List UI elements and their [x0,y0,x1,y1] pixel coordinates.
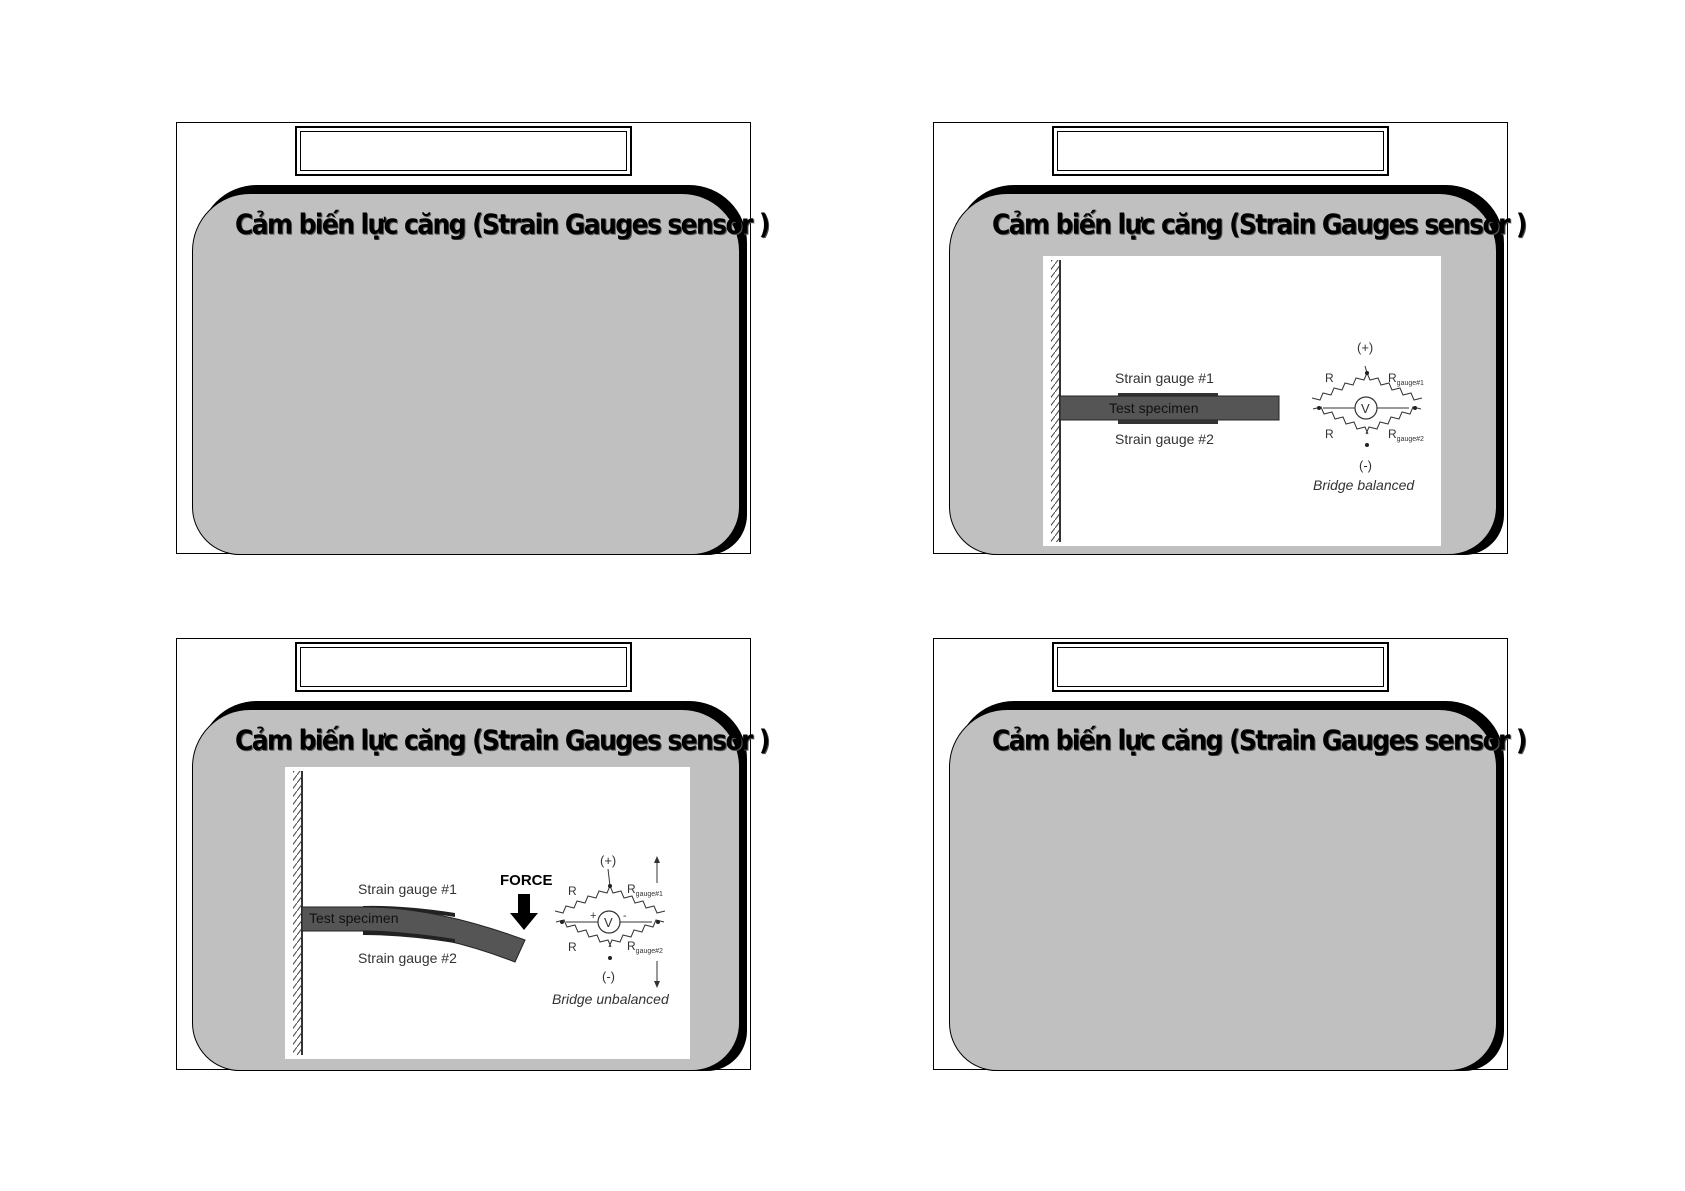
slide-header-box [1052,642,1389,692]
slide-header-box [1052,126,1389,176]
slide-title: Cảm biến lực căng (Strain Gauges sensor … [992,724,1527,756]
down-arrow-head [654,981,660,988]
slide-title: Cảm biến lực căng (Strain Gauges sensor … [235,724,770,756]
test-specimen-label: Test specimen [309,910,398,926]
test-specimen-beam [1059,395,1280,421]
strain-gauge-1-label: Strain gauge #1 [1115,370,1214,386]
resistor-gauge2-label: Rgauge#2 [1388,427,1424,443]
resistor-r-top-label: R [1325,371,1334,385]
wall-hatching [1051,260,1059,542]
slide-2: Cảm biến lực căng (Strain Gauges sensor … [933,122,1527,555]
slide-header-box [295,126,632,176]
voltmeter-plus-sign: + [590,910,596,922]
strain-gauge-2-label: Strain gauge #2 [1115,431,1214,447]
negative-terminal-label: (-) [1359,458,1372,473]
resistor-r-bottom-label: R [1325,427,1334,441]
slide-3: Cảm biến lực căng (Strain Gauges sensor … [176,638,770,1071]
wheatstone-bridge [1311,365,1423,447]
strain-gauge-2-label: Strain gauge #2 [358,950,457,966]
strain-gauge-2-strip [363,931,455,943]
voltmeter-label: V [604,915,613,930]
resistor-gauge2-label: Rgauge#2 [627,939,663,955]
positive-terminal-label: (+) [600,853,616,868]
strain-gauge-balanced-figure: Strain gauge #1 Test specimen Strain gau… [1043,256,1441,546]
strain-gauge-2-strip [1118,420,1218,424]
voltmeter-label: V [1361,401,1370,416]
resistor-r-bottom-label: R [568,940,577,954]
slide-4: Cảm biến lực căng (Strain Gauges sensor … [933,638,1527,1071]
negative-terminal-label: (-) [602,969,615,984]
slide-header-box [295,642,632,692]
content-panel [949,709,1497,1071]
slide-1: Cảm biến lực căng (Strain Gauges sensor … [176,122,770,555]
balanced-diagram: Strain gauge #1 Test specimen Strain gau… [1051,260,1424,542]
strain-gauge-unbalanced-figure: Strain gauge #1 Test specimen Strain gau… [285,767,690,1059]
voltmeter-circle [1354,396,1378,420]
unbalanced-diagram: Strain gauge #1 Test specimen Strain gau… [293,771,670,1055]
slide-title: Cảm biến lực căng (Strain Gauges sensor … [992,208,1527,240]
test-specimen-label: Test specimen [1109,400,1198,416]
content-panel [192,193,740,555]
positive-terminal-label: (+) [1357,340,1373,355]
bridge-state-caption: Bridge balanced [1313,477,1415,493]
strain-gauge-1-label: Strain gauge #1 [358,881,457,897]
force-label: FORCE [500,872,553,889]
voltmeter-circle [597,910,621,934]
resistor-r-top-label: R [568,884,577,898]
bridge-state-caption: Bridge unbalanced [552,991,670,1007]
voltmeter-minus-sign: - [623,910,627,922]
up-arrow-head [654,856,660,863]
slide-title: Cảm biến lực căng (Strain Gauges sensor … [235,208,770,240]
wall-hatching [293,771,301,1055]
strain-gauge-1-strip [1118,393,1218,397]
force-arrow [510,894,538,930]
wheatstone-bridge [554,856,666,988]
resistor-gauge1-label: Rgauge#1 [1388,371,1424,387]
resistor-gauge1-label: Rgauge#1 [627,882,663,898]
